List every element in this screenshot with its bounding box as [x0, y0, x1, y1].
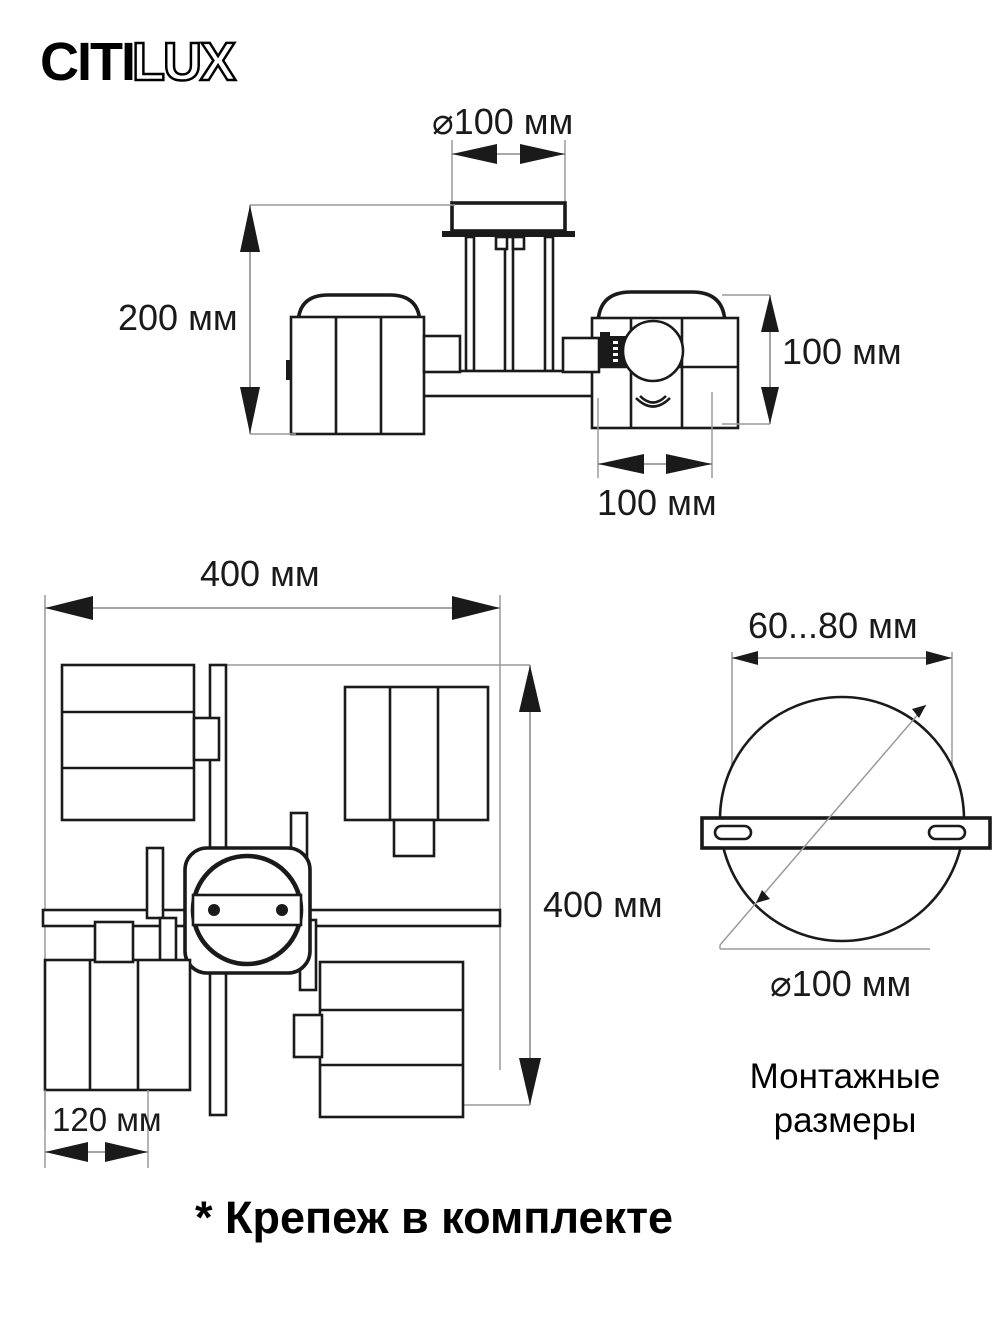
dim-canopy-diameter-elevation: ⌀100 мм: [432, 101, 574, 142]
dim-plan-spot-width: 120 мм: [52, 1101, 162, 1138]
mounting-view-drawing: [700, 651, 992, 950]
dim-bracket-span: 60...80 мм: [748, 605, 918, 646]
elevation-view-drawing: [240, 140, 779, 478]
footnote-fasteners-included: * Крепеж в комплекте: [195, 1192, 674, 1243]
logo-text-citi: CITI: [40, 32, 136, 92]
mounting-view-caption: Монтажные размеры: [749, 1057, 941, 1140]
logo-text-lux: LUX: [131, 31, 238, 94]
dim-total-height: 200 мм: [118, 297, 238, 338]
dim-mounting-canopy-diameter: ⌀100 мм: [770, 963, 912, 1004]
dim-plan-width: 400 мм: [200, 553, 320, 594]
plan-view-drawing: [41, 595, 541, 1168]
dim-spot-width: 100 мм: [597, 482, 717, 523]
dim-plan-depth: 400 мм: [543, 884, 663, 925]
dim-spot-height: 100 мм: [782, 331, 902, 372]
